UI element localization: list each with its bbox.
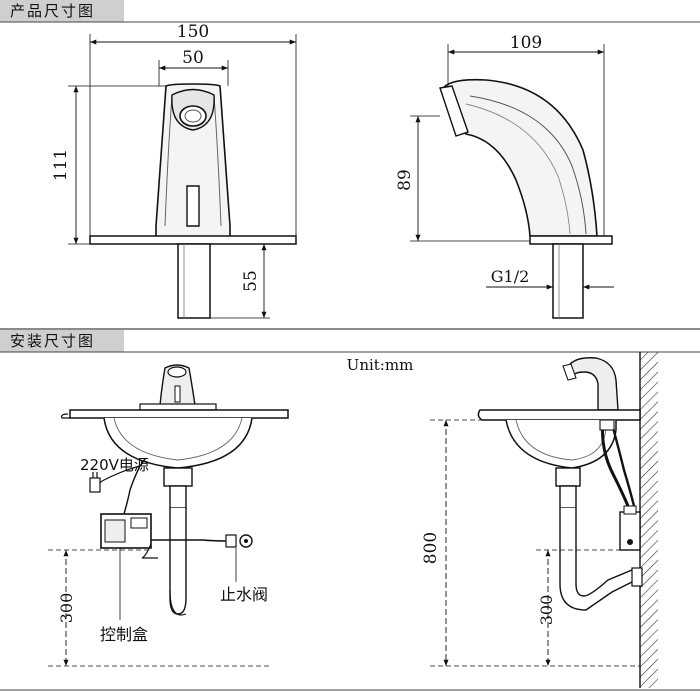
faucet-side-view xyxy=(439,78,613,319)
basin-height-label: 800 xyxy=(421,532,441,564)
box-height-label: 300 xyxy=(57,593,76,624)
neck-dimension-label: 50 xyxy=(182,48,204,68)
installation-dimensions-header: 安装尺寸图 xyxy=(0,330,124,352)
control-box-label: 控制盒 xyxy=(100,625,148,644)
faucet-front-view xyxy=(89,83,297,319)
product-dimensions-title: 产品尺寸图 xyxy=(10,2,96,20)
power-supply-label: 220V电源 xyxy=(80,456,149,474)
spout-height-label: 89 xyxy=(395,169,415,191)
power-plug-icon xyxy=(89,477,101,493)
height-dimension-label: 111 xyxy=(51,149,71,181)
shank-dimension-label: 55 xyxy=(241,270,261,292)
stop-valve-label: 止水阀 xyxy=(220,585,268,604)
basin-side-installation xyxy=(430,352,658,688)
wall-hatch xyxy=(640,352,658,688)
width-dimension-label: 150 xyxy=(177,22,209,42)
thread-size-label: G1/2 xyxy=(491,267,530,286)
basin-front-installation xyxy=(48,364,289,667)
reach-dimension-label: 109 xyxy=(510,33,542,53)
unit-label: Unit:mm xyxy=(347,356,414,374)
side-box-height-label: 300 xyxy=(537,595,556,626)
installation-dimensions-title: 安装尺寸图 xyxy=(10,332,96,350)
front-dimensions xyxy=(68,34,297,319)
side-dimensions xyxy=(410,44,614,290)
product-dimensions-header: 产品尺寸图 xyxy=(0,0,124,22)
